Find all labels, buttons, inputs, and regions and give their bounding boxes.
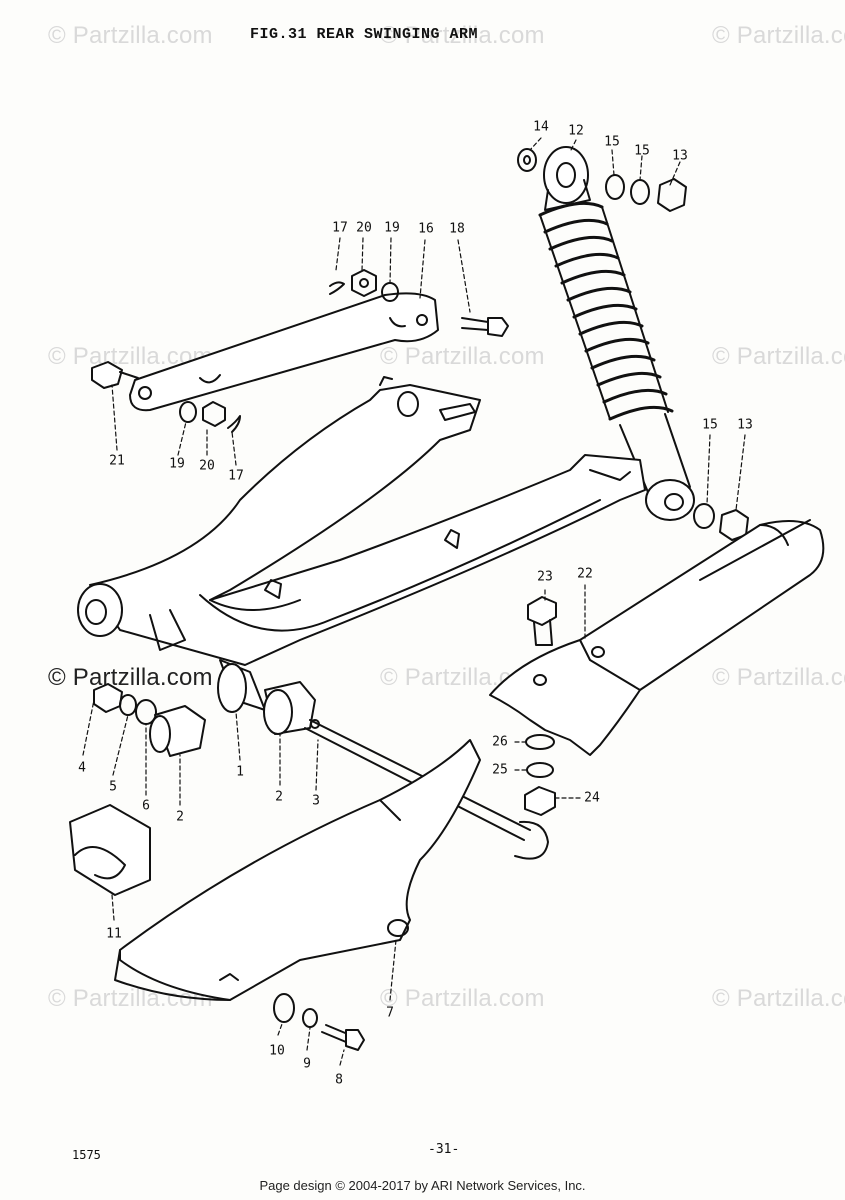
chain-case-7[interactable] (114, 739, 481, 1001)
callout-label: 17 (228, 468, 244, 484)
washer-15 (630, 179, 650, 205)
bolt-23 (527, 596, 557, 626)
callout-label: 15 (634, 143, 650, 159)
callout-label: 15 (702, 417, 718, 433)
nut-20 (202, 401, 226, 427)
callout-label: 6 (142, 798, 150, 814)
figure-title: FIG.31 REAR SWINGING ARM (250, 26, 479, 43)
callout-label: 1 (236, 764, 244, 780)
washer-15 (693, 503, 715, 529)
callout-label: 21 (109, 453, 125, 469)
callout-label: 12 (568, 123, 584, 139)
watermark: © Partzilla.com (712, 343, 845, 370)
callout-label: 13 (737, 417, 753, 433)
washer-9 (302, 1008, 318, 1028)
chain-guide-11[interactable] (69, 804, 151, 896)
callout-label: 24 (584, 790, 600, 806)
callout-label: 2 (275, 789, 283, 805)
bolt-21 (91, 361, 123, 389)
watermark: © Partzilla.com (380, 343, 545, 370)
watermark: © Partzilla.com (712, 985, 845, 1012)
callout-label: 14 (533, 119, 549, 135)
callout-label: 3 (312, 793, 320, 809)
watermark: © Partzilla.com (380, 985, 545, 1012)
washer-19 (179, 401, 197, 423)
rear-shock-absorber[interactable] (538, 146, 695, 521)
nut-24 (524, 786, 556, 816)
swinging-arm-1[interactable] (77, 376, 646, 666)
callout-label: 2 (176, 809, 184, 825)
cap-nut-13 (657, 178, 687, 212)
washer-5 (119, 694, 137, 716)
callout-label: 23 (537, 569, 553, 585)
callout-label: 16 (418, 221, 434, 237)
callout-label: 9 (303, 1056, 311, 1072)
callout-label: 26 (492, 734, 508, 750)
callout-label: 22 (577, 566, 593, 582)
callout-label: 8 (335, 1072, 343, 1088)
washer-14 (517, 148, 537, 172)
spring-washer-25 (526, 762, 554, 778)
callout-label: 17 (332, 220, 348, 236)
watermark: © Partzilla.com (48, 22, 213, 49)
washer-10 (273, 993, 295, 1023)
page-number: -31- (428, 1142, 460, 1157)
watermark: © Partzilla.com (48, 664, 213, 691)
callout-label: 19 (384, 220, 400, 236)
callout-label: 10 (269, 1043, 285, 1059)
callout-label: 13 (672, 148, 688, 164)
watermark: © Partzilla.com (380, 22, 545, 49)
nut-4 (93, 683, 123, 713)
footer-copyright: Page design © 2004-2017 by ARI Network S… (259, 1178, 586, 1193)
callout-label: 7 (386, 1005, 394, 1021)
callout-label: 20 (356, 220, 372, 236)
washer-15 (605, 174, 625, 200)
callout-label: 19 (169, 456, 185, 472)
callout-label: 4 (78, 760, 86, 776)
chain-guard-22[interactable] (489, 519, 825, 756)
washer-26 (525, 734, 555, 750)
cotter-pin-17 (227, 415, 241, 433)
pivot-bushings[interactable] (217, 659, 316, 735)
cotter-pin-17 (329, 281, 345, 295)
watermark: © Partzilla.com (712, 22, 845, 49)
watermark: © Partzilla.com (712, 664, 845, 691)
document-code: 1575 (72, 1148, 101, 1162)
callout-label: 18 (449, 221, 465, 237)
nut-20 (351, 269, 377, 297)
bolt-18 (461, 317, 489, 331)
callout-label: 20 (199, 458, 215, 474)
callout-label: 11 (106, 926, 122, 942)
callout-label: 25 (492, 762, 508, 778)
callout-label: 15 (604, 134, 620, 150)
torque-link-16[interactable] (129, 292, 439, 412)
callout-label: 5 (109, 779, 117, 795)
